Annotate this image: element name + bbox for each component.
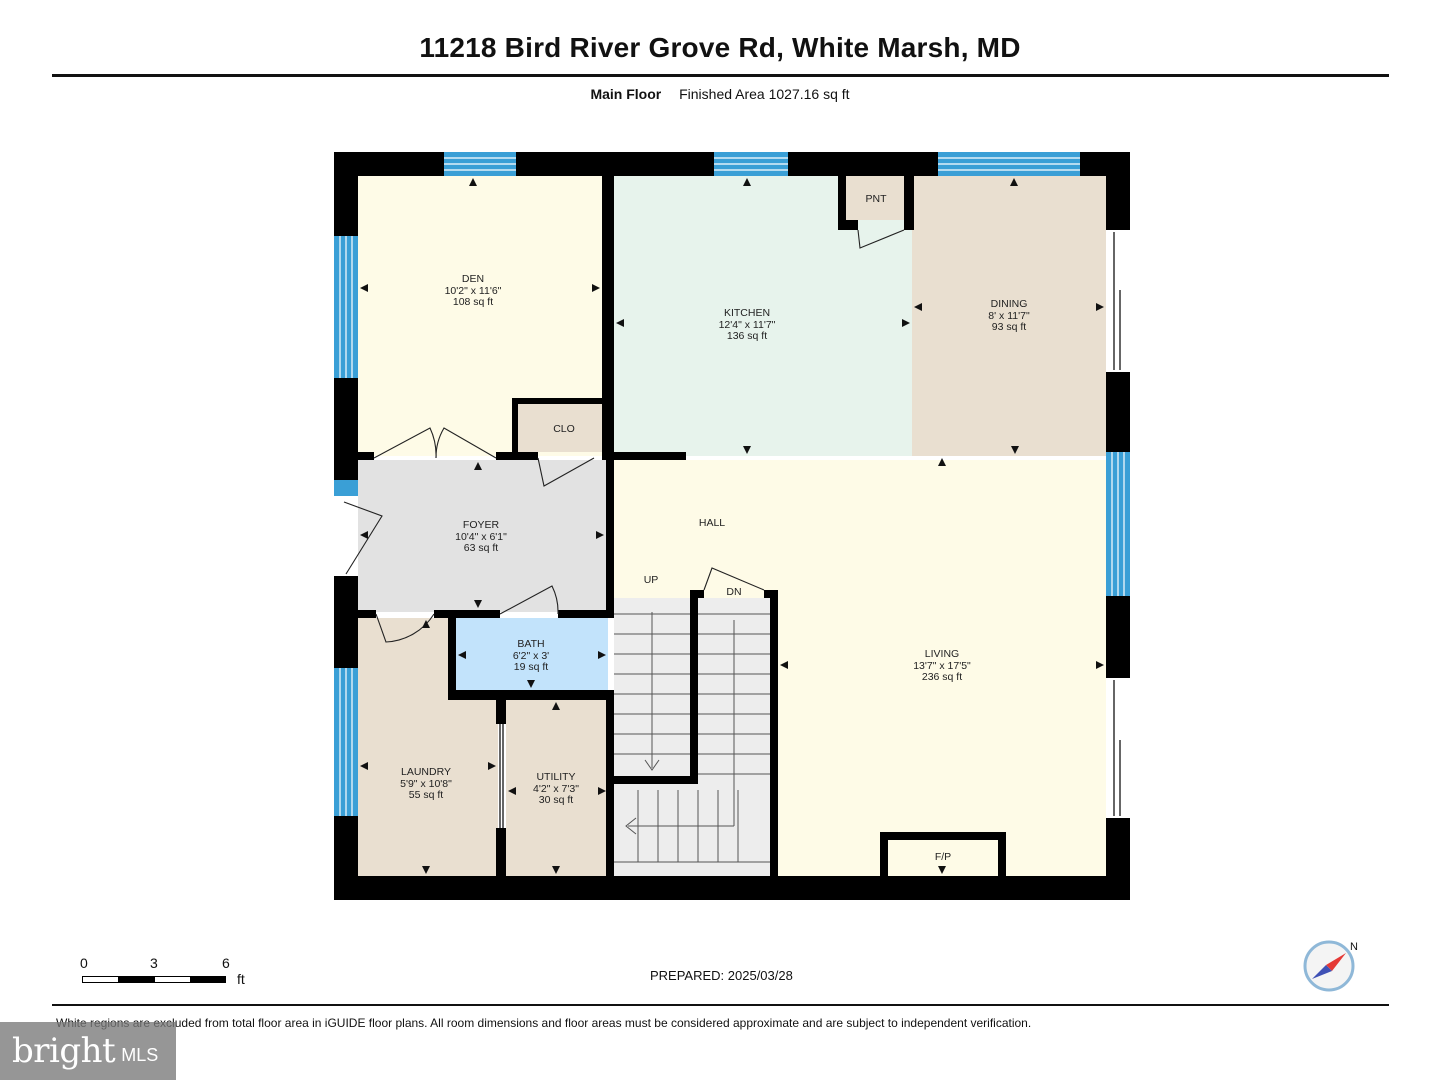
staircase <box>614 594 774 876</box>
foyer-dims: 10'4" x 6'1" <box>455 531 507 543</box>
closet <box>518 404 606 452</box>
scale-tick-3: 3 <box>150 955 158 971</box>
bright-mls-watermark: bright MLS <box>0 1022 176 1080</box>
stairs-down-label: DN <box>726 586 741 598</box>
footer-divider <box>52 1004 1389 1006</box>
foyer-area: 63 sq ft <box>464 542 499 554</box>
dimension-arrows <box>360 178 1104 874</box>
fireplace-label: F/P <box>935 851 951 863</box>
prepared-date: PREPARED: 2025/03/28 <box>650 968 793 983</box>
living-name: LIVING <box>925 648 959 660</box>
watermark-suffix: MLS <box>121 1044 159 1065</box>
sliding-doors <box>499 232 1121 828</box>
laundry-name: LAUNDRY <box>401 766 451 778</box>
utility-name: UTILITY <box>536 771 575 783</box>
wall-openings <box>334 230 1130 818</box>
living-dims: 13'7" x 17'5" <box>913 660 971 672</box>
utility-area: 30 sq ft <box>539 794 574 806</box>
dining-area: 93 sq ft <box>992 321 1027 333</box>
scale-bar: 0 3 6 ft <box>80 955 260 995</box>
den-dims: 10'2" x 11'6" <box>445 285 502 297</box>
utility-dims: 4'2" x 7'3" <box>533 783 579 795</box>
kitchen-room <box>614 176 912 456</box>
disclaimer-text: White regions are excluded from total fl… <box>56 1016 1032 1030</box>
foyer-room <box>358 460 608 612</box>
scale-unit: ft <box>237 971 245 987</box>
scale-tick-0: 0 <box>80 955 88 971</box>
scale-segment <box>82 976 120 983</box>
bath-area: 19 sq ft <box>514 661 549 673</box>
pantry <box>846 176 904 220</box>
compass-north-label: N <box>1350 941 1358 953</box>
dining-room <box>912 176 1106 456</box>
utility-room <box>506 700 608 876</box>
living-area: 236 sq ft <box>922 671 962 683</box>
den-area: 108 sq ft <box>453 296 493 308</box>
bath-room <box>456 618 608 690</box>
bath-dims: 6'2" x 3' <box>513 650 549 662</box>
scale-segment <box>118 976 154 983</box>
laundry-dims: 5'9" x 10'8" <box>400 778 452 790</box>
laundry-area: 55 sq ft <box>409 789 444 801</box>
pantry-label: PNT <box>866 193 888 205</box>
floorplan-title: 11218 Bird River Grove Rd, White Marsh, … <box>419 32 1021 63</box>
den-name: DEN <box>462 273 484 285</box>
foyer-name: FOYER <box>463 519 500 531</box>
title-divider <box>52 74 1389 77</box>
room-labels: DEN 10'2" x 11'6" 108 sq ft KITCHEN 12'4… <box>400 193 1030 863</box>
watermark-brand: bright <box>12 1031 116 1071</box>
scale-segment <box>154 976 192 983</box>
hall-label: HALL <box>699 517 725 529</box>
bath-name: BATH <box>517 638 544 650</box>
kitchen-area: 136 sq ft <box>727 330 767 342</box>
scale-segment <box>190 976 226 983</box>
kitchen-name: KITCHEN <box>724 307 770 319</box>
finished-area-label: Finished Area 1027.16 sq ft <box>679 86 850 102</box>
living-room <box>778 590 1106 876</box>
closet-label: CLO <box>553 423 575 435</box>
compass-icon: N <box>1303 940 1358 992</box>
stairs-up-label: UP <box>644 574 659 586</box>
dining-name: DINING <box>991 298 1028 310</box>
door-swings <box>343 229 905 643</box>
dining-dims: 8' x 11'7" <box>988 310 1030 322</box>
kitchen-dims: 12'4" x 11'7" <box>719 319 776 331</box>
scale-tick-6: 6 <box>222 955 230 971</box>
floor-level-label: Main Floor <box>590 86 662 102</box>
windows <box>334 152 1130 816</box>
floor-subtitle: Main Floor Finished Area 1027.16 sq ft <box>0 86 1440 102</box>
